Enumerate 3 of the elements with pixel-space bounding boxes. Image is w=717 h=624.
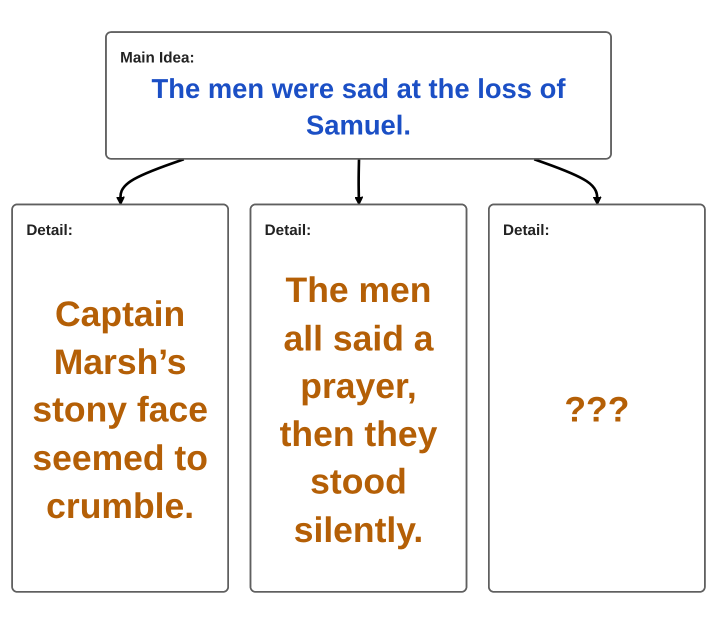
- arrow: [354, 159, 364, 206]
- arrow: [534, 158, 602, 206]
- arrow: [116, 158, 184, 206]
